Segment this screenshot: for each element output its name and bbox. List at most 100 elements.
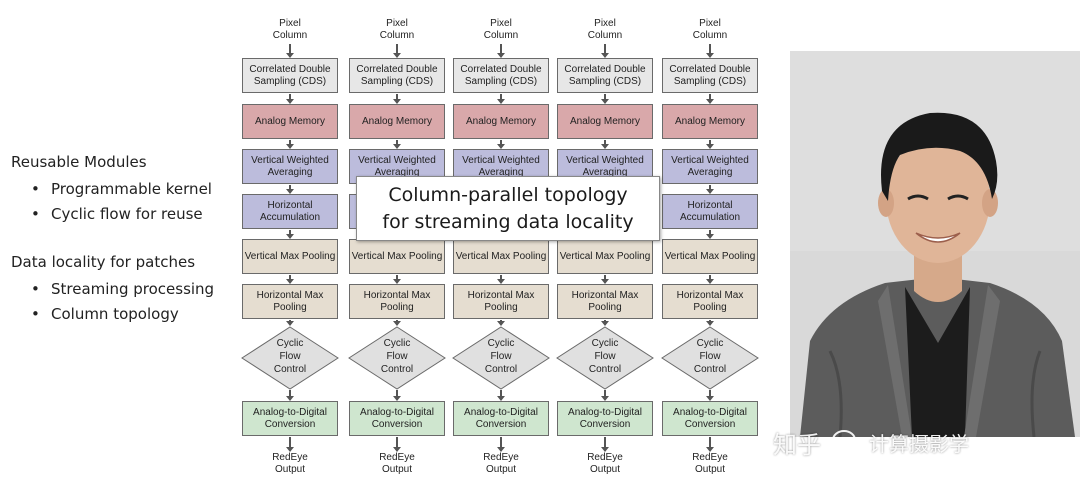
callout-line: for streaming data locality [382,210,634,233]
adc-stage: Analog-to-Digital Conversion [453,401,549,436]
flow-arrow [393,320,401,326]
vertical-max-pooling-stage: Vertical Max Pooling [242,239,338,274]
flow-arrow [497,94,505,104]
flow-arrow [706,44,714,58]
flow-arrow [286,94,294,104]
section-heading: Reusable Modules [11,153,147,171]
flow-arrow [393,44,401,58]
horizontal-max-pooling-stage: Horizontal Max Pooling [453,284,549,319]
flow-arrow [497,320,505,326]
cyclic-flow-diamond [661,326,759,390]
sub-list: Programmable kernel Cyclic flow for reus… [11,177,243,227]
flow-arrow [286,140,294,149]
vertical-max-pooling-stage: Vertical Max Pooling [557,239,653,274]
watermark: 知乎 计算摄影学 [773,422,1073,462]
cds-stage: Correlated Double Sampling (CDS) [453,58,549,93]
flow-arrow [286,275,294,284]
bullet-item: Streaming processing [11,277,243,302]
presenter-photo [790,51,1080,437]
cds-stage: Correlated Double Sampling (CDS) [349,58,445,93]
watermark-account: 计算摄影学 [869,431,969,456]
flow-arrow [601,275,609,284]
analog-memory-stage: Analog Memory [662,104,758,139]
flow-arrow [497,140,505,149]
flow-arrow [601,437,609,452]
flow-arrow [286,390,294,401]
adc-stage: Analog-to-Digital Conversion [557,401,653,436]
horizontal-max-pooling-stage: Horizontal Max Pooling [349,284,445,319]
vertical-max-pooling-stage: Vertical Max Pooling [662,239,758,274]
horizontal-accumulation-stage: Horizontal Accumulation [662,194,758,229]
flow-arrow [706,94,714,104]
flow-arrow [601,320,609,326]
topology-callout: Column-parallel topology for streaming d… [356,176,660,241]
cyclic-flow-diamond [348,326,446,390]
adc-stage: Analog-to-Digital Conversion [349,401,445,436]
flow-arrow [393,94,401,104]
flow-arrow [706,390,714,401]
vertical-weighted-averaging-stage: Vertical Weighted Averaging [662,149,758,184]
vertical-max-pooling-stage: Vertical Max Pooling [349,239,445,274]
flow-arrow [706,140,714,149]
portrait-image [790,51,1080,437]
section-data-locality: Data locality for patches Streaming proc… [11,252,243,327]
flow-arrow [706,230,714,239]
analog-memory-stage: Analog Memory [349,104,445,139]
wechat-icon [832,430,863,453]
bullet-item: Programmable kernel [11,177,243,202]
vertical-weighted-averaging-stage: Vertical Weighted Averaging [242,149,338,184]
flow-arrow [497,275,505,284]
cyclic-flow-diamond [452,326,550,390]
flow-arrow [497,390,505,401]
analog-memory-stage: Analog Memory [453,104,549,139]
adc-stage: Analog-to-Digital Conversion [662,401,758,436]
cyclic-flow-diamond [556,326,654,390]
flow-arrow [393,390,401,401]
adc-stage: Analog-to-Digital Conversion [242,401,338,436]
flow-arrow [497,44,505,58]
section-heading: Data locality for patches [11,253,196,271]
flow-arrow [706,185,714,194]
flow-arrow [393,437,401,452]
flow-arrow [393,275,401,284]
analog-memory-stage: Analog Memory [557,104,653,139]
cds-stage: Correlated Double Sampling (CDS) [242,58,338,93]
horizontal-max-pooling-stage: Horizontal Max Pooling [557,284,653,319]
cyclic-flow-diamond [241,326,339,390]
flow-arrow [286,320,294,326]
flow-arrow [706,275,714,284]
callout-line: Column-parallel topology [388,183,628,206]
flow-arrow [601,140,609,149]
flow-arrow [497,437,505,452]
flow-arrow [706,320,714,326]
flow-arrow [286,185,294,194]
flow-arrow [286,230,294,239]
sub-list: Streaming processing Column topology [11,277,243,327]
flow-arrow [601,44,609,58]
section-reusable-modules: Reusable Modules Programmable kernel Cyc… [11,152,243,227]
horizontal-max-pooling-stage: Horizontal Max Pooling [662,284,758,319]
flow-arrow [393,140,401,149]
flow-arrow [706,437,714,452]
vertical-max-pooling-stage: Vertical Max Pooling [453,239,549,274]
